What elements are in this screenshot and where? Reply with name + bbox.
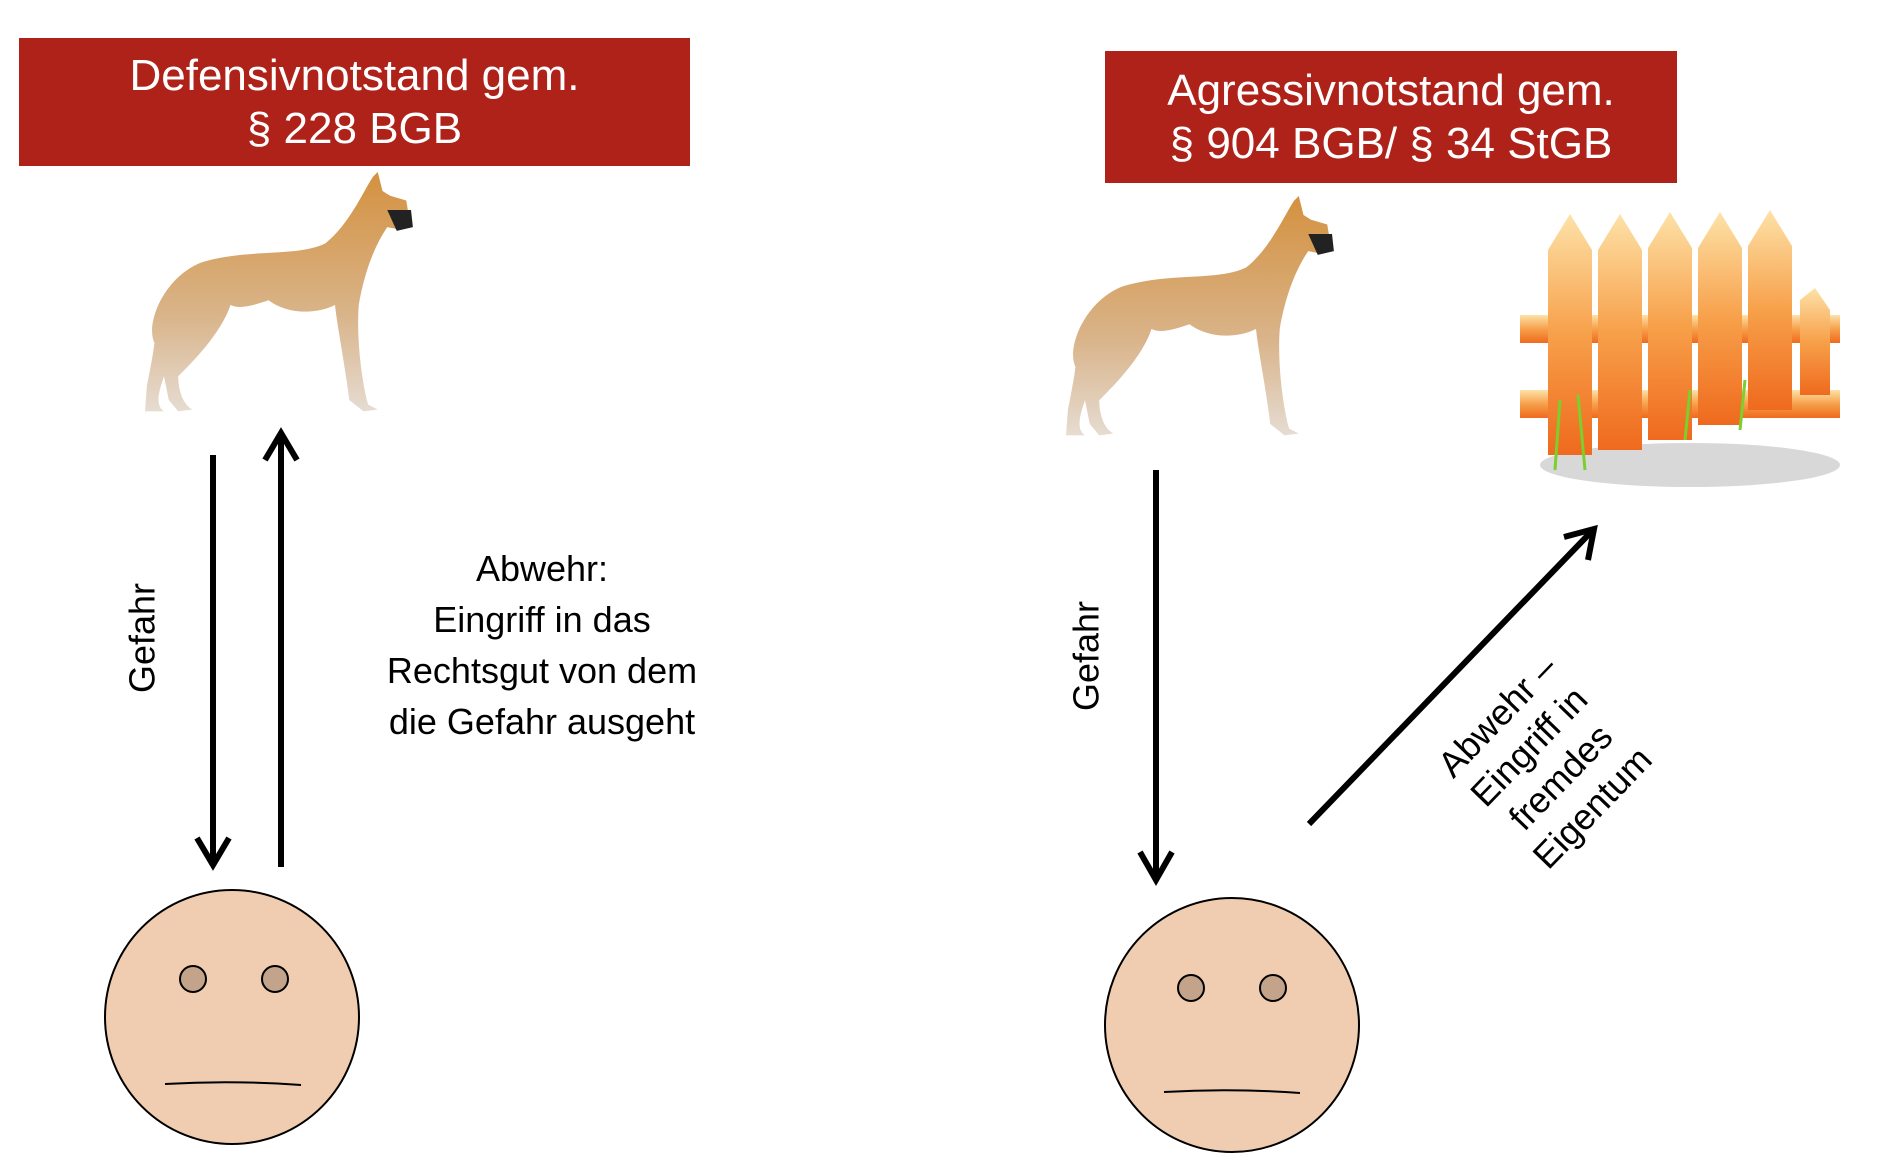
defense-line: Abwehr:: [475, 548, 609, 589]
header-line-2: § 904 BGB/ § 34 StGB: [1169, 119, 1613, 168]
danger-label-right: Gefahr: [1065, 600, 1107, 712]
defense-line: Rechtsgut von dem: [386, 650, 698, 691]
header-line-1: Defensivnotstand gem.: [129, 51, 580, 100]
mouth: [1163, 1089, 1301, 1094]
person-face-left: [104, 889, 360, 1145]
header-line-2: § 228 BGB: [246, 104, 463, 153]
header-agressivnotstand: Agressivnotstand gem. § 904 BGB/ § 34 St…: [1105, 51, 1677, 183]
eye: [261, 965, 289, 993]
defense-label-left: Abwehr: Eingriff in das Rechtsgut von de…: [387, 543, 697, 747]
boxer-dog-left: [145, 172, 413, 412]
mouth: [164, 1081, 302, 1086]
danger-label-left: Gefahr: [121, 582, 163, 694]
header-line-1: Agressivnotstand gem.: [1167, 66, 1615, 115]
defense-line: die Gefahr ausgeht: [388, 701, 696, 742]
defense-arrow-right: [1306, 528, 1595, 827]
eye: [179, 965, 207, 993]
person-face-right: [1104, 897, 1360, 1153]
header-defensivnotstand: Defensivnotstand gem. § 228 BGB: [19, 38, 690, 166]
fence-image: [1520, 210, 1840, 487]
eye: [1177, 974, 1205, 1002]
boxer-dog-right: [1066, 196, 1334, 436]
eye: [1259, 974, 1287, 1002]
defense-line: Eingriff in das: [433, 599, 651, 640]
